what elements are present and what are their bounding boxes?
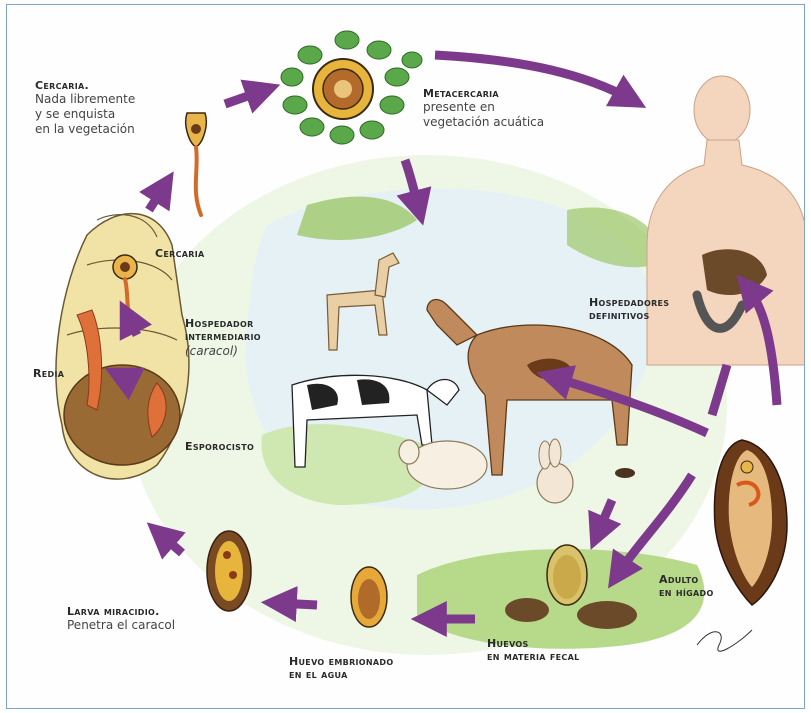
- label-larva-line1: Penetra el caracol: [67, 618, 175, 633]
- label-metacercaria: Metacercaria presente en vegetación acuá…: [423, 87, 544, 130]
- cercaria-illustration: [186, 113, 207, 215]
- label-hospedador-int-line1: Hospedador: [185, 317, 261, 330]
- label-hospedador-int-line2: intermediario: [185, 330, 261, 343]
- label-huevos: Huevos en materia fecal: [487, 637, 580, 664]
- embryonated-egg-illustration: [351, 567, 387, 627]
- label-esporocisto: Esporocisto: [185, 440, 254, 453]
- label-hospedador-intermediario: Hospedador intermediario (caracol): [185, 317, 261, 358]
- label-hospedadores-def-line2: definitivos: [589, 309, 669, 322]
- label-huevo-embrionado: Huevo embrionado en el agua: [289, 655, 393, 682]
- label-cercaria-free-line3: en la vegetación: [35, 122, 135, 137]
- metacercaria-illustration: [281, 31, 422, 144]
- label-adulto-line2: en hígado: [659, 586, 714, 599]
- label-huevo-emb-line1: Huevo embrionado: [289, 655, 393, 668]
- label-cercaria-free-line1: Nada libremente: [35, 92, 135, 107]
- arrow-snail-to-cercaria: [149, 185, 165, 210]
- label-hospedadores-def-line1: Hospedadores: [589, 296, 669, 309]
- label-cercaria-free: Cercaria. Nada libremente y se enquista …: [35, 79, 135, 136]
- label-larva-title: Larva miracidio.: [67, 605, 175, 618]
- label-hospedador-int-line3: (caracol): [185, 344, 261, 359]
- label-metacercaria-line1: presente en: [423, 100, 544, 115]
- label-huevos-line1: Huevos: [487, 637, 580, 650]
- human-figure: [647, 76, 804, 365]
- diagram-frame: Cercaria. Nada libremente y se enquista …: [6, 4, 805, 709]
- adult-fluke-illustration: [714, 440, 787, 605]
- label-metacercaria-title: Metacercaria: [423, 87, 544, 100]
- label-hospedadores-definitivos: Hospedadores definitivos: [589, 296, 669, 323]
- artist-signature: [697, 630, 752, 651]
- label-cercaria-free-title: Cercaria.: [35, 79, 135, 92]
- label-huevo-emb-line2: en el agua: [289, 668, 393, 681]
- label-huevos-line2: en materia fecal: [487, 650, 580, 663]
- arrow-cercaria-to-metacercaria: [225, 90, 265, 104]
- label-cercaria-snail-text: Cercaria: [155, 247, 205, 260]
- label-larva-miracidio: Larva miracidio. Penetra el caracol: [67, 605, 175, 633]
- label-cercaria-snail: Cercaria: [155, 247, 205, 260]
- label-metacercaria-line2: vegetación acuática: [423, 115, 544, 130]
- label-cercaria-free-line2: y se enquista: [35, 107, 135, 122]
- arrow-egg-to-miracidium: [277, 603, 317, 605]
- label-adulto: Adulto en hígado: [659, 573, 714, 600]
- miracidium-illustration: [207, 531, 251, 611]
- label-redia: Redia: [33, 367, 64, 380]
- label-esporocisto-text: Esporocisto: [185, 440, 254, 453]
- label-redia-text: Redia: [33, 367, 64, 380]
- label-adulto-line1: Adulto: [659, 573, 714, 586]
